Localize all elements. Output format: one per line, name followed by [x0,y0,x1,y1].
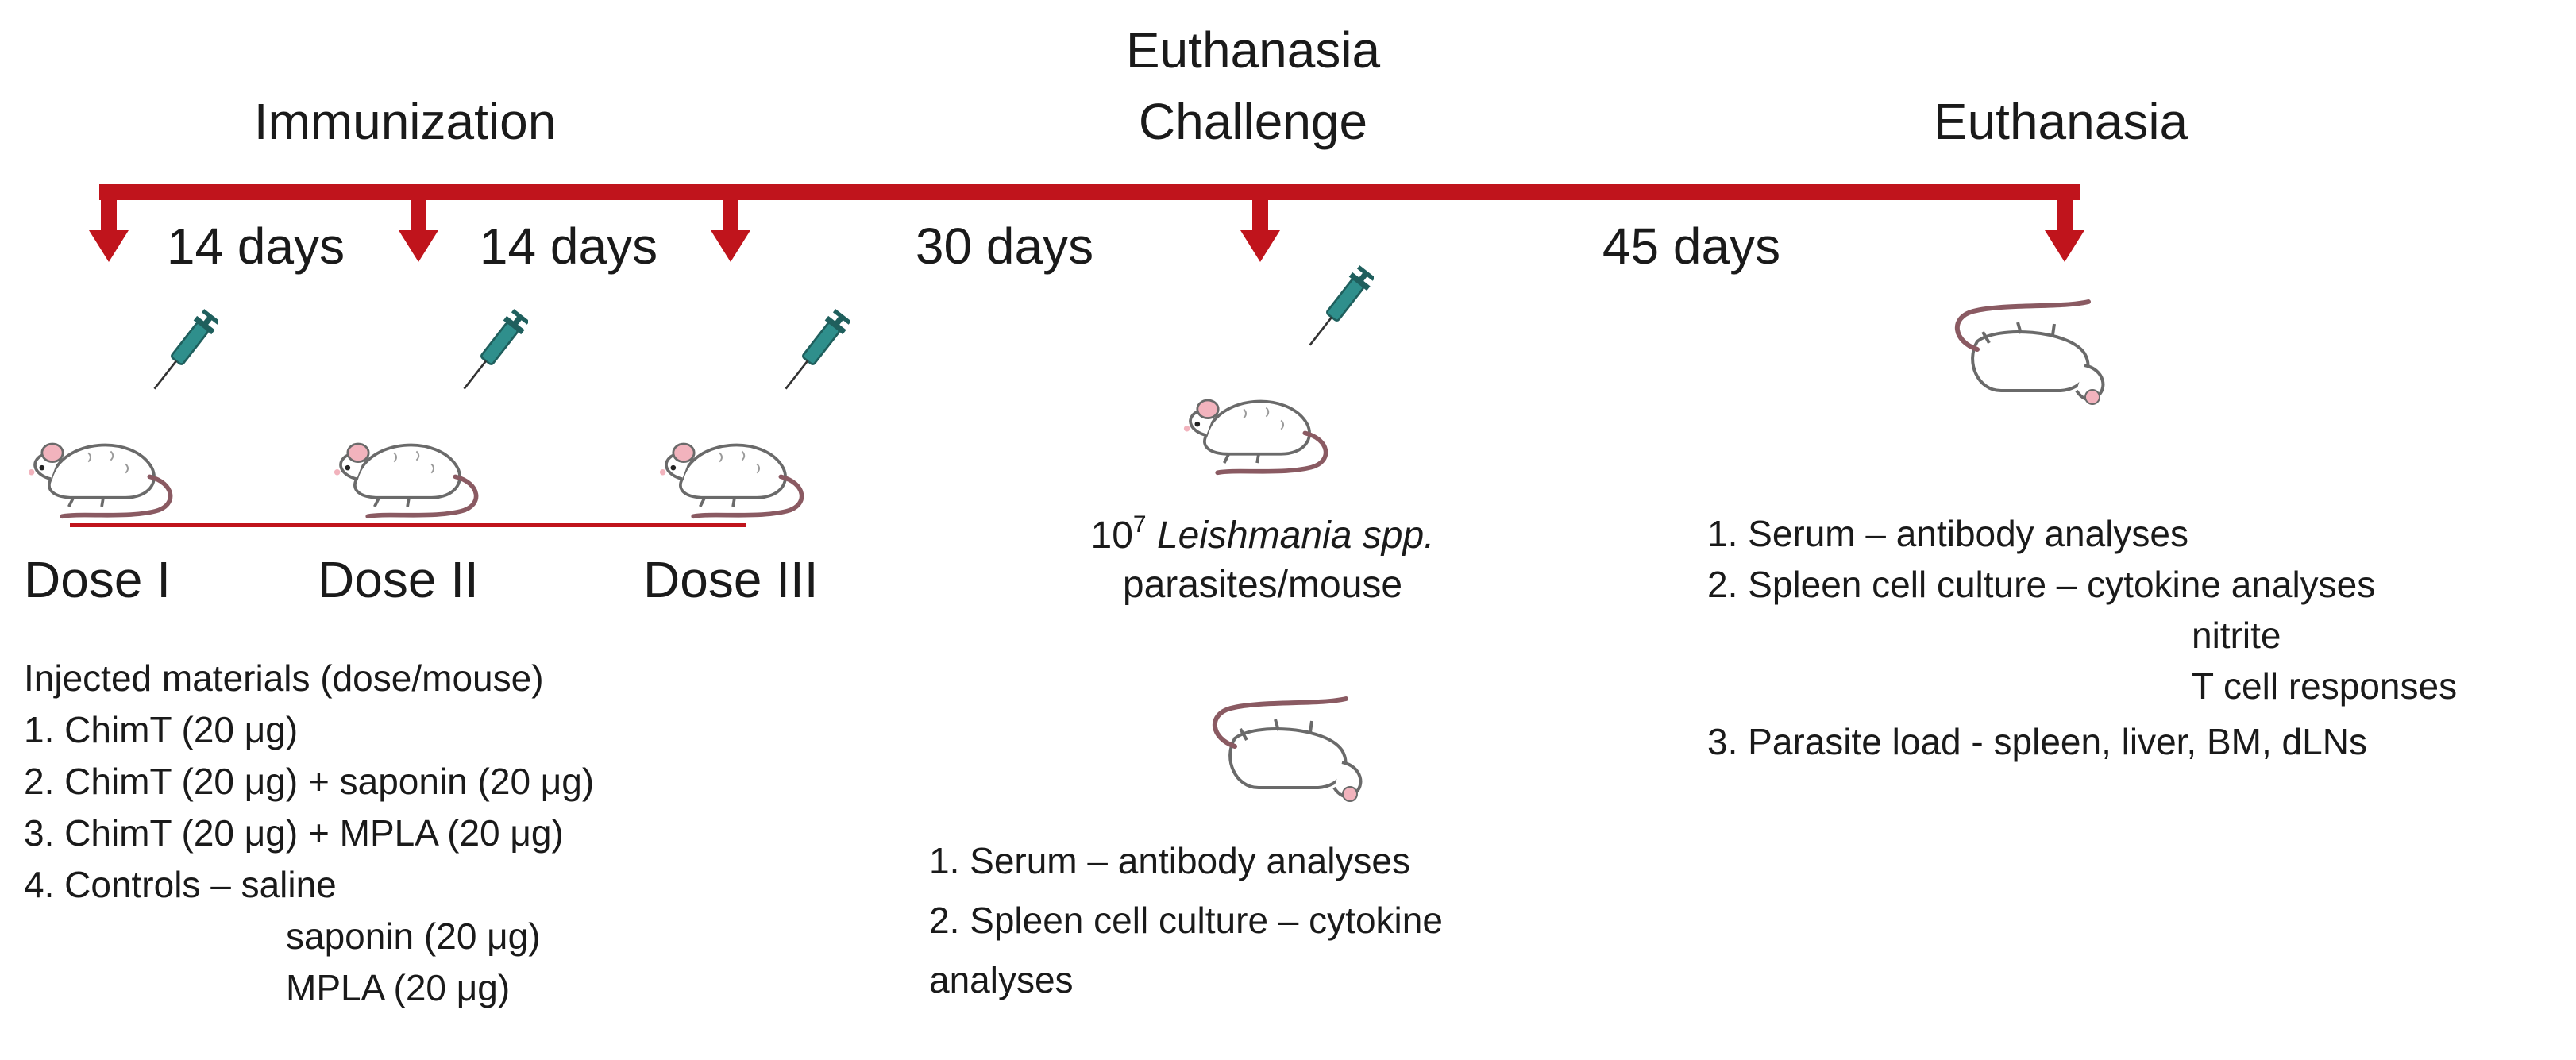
challenge-dose-line: 107 Leishmania spp. [1091,511,1435,557]
injected-item-4: 4. Controls – saline [24,864,337,905]
timeline [89,184,2084,262]
interval-label-1: 14 days [167,218,345,275]
syringe-icon-challenge [1299,263,1374,353]
mouse-icon-euthanasia-mid [1215,699,1361,801]
interval-label-4: 45 days [1602,218,1780,275]
timeline-bar [99,184,2080,200]
challenge-dose-exponent: 7 [1133,511,1147,538]
timeline-arrow-2 [399,184,438,262]
end-analysis-2-tcell: T cell responses [2192,665,2457,707]
injected-materials-list: Injected materials (dose/mouse) 1. ChimT… [24,657,594,1008]
mid-analysis-2: 2. Spleen cell culture – cytokine [929,900,1443,941]
syringe-icon-dose-3 [775,306,850,397]
mouse-icon-dose-2 [334,444,476,516]
injected-control-mpla: MPLA (20 μg) [286,967,510,1008]
header-euthanasia-end: Euthanasia [1934,93,2188,150]
mid-analyses-list: 1. Serum – antibody analyses 2. Spleen c… [929,840,1443,1000]
injected-item-1: 1. ChimT (20 μg) [24,709,298,750]
syringe-icon-dose-2 [453,306,528,397]
end-analysis-3: 3. Parasite load - spleen, liver, BM, dL… [1707,721,2367,762]
mouse-icon-euthanasia-end [1957,302,2104,404]
interval-label-3: 30 days [916,218,1093,275]
end-analyses-list: 1. Serum – antibody analyses 2. Spleen c… [1707,513,2457,762]
injected-item-2: 2. ChimT (20 μg) + saponin (20 μg) [24,761,594,802]
challenge-dose-base: 10 [1091,515,1133,557]
end-analysis-2: 2. Spleen cell culture – cytokine analys… [1707,564,2375,605]
injected-control-saponin: saponin (20 μg) [286,915,541,957]
dose-label-1: Dose I [24,551,171,608]
dose-label-3: Dose III [643,551,819,608]
header-immunization: Immunization [254,93,557,150]
header-challenge: Challenge [1139,93,1367,150]
injected-item-3: 3. ChimT (20 μg) + MPLA (20 μg) [24,812,564,854]
timeline-arrow-4 [1240,184,1280,262]
challenge-dose-line-2: parasites/mouse [1123,564,1402,606]
mouse-icon-challenge [1184,400,1326,472]
header-euthanasia-mid: Euthanasia [1126,21,1381,79]
dose-underline [70,523,746,527]
mid-analysis-2-cont: analyses [929,959,1074,1000]
end-analysis-2-nitrite: nitrite [2192,615,2281,656]
mid-analysis-1: 1. Serum – antibody analyses [929,840,1410,881]
end-analysis-1: 1. Serum – antibody analyses [1707,513,2188,554]
dose-label-2: Dose II [318,551,479,608]
injected-materials-title: Injected materials (dose/mouse) [24,657,544,699]
syringe-icon-dose-1 [144,306,218,397]
timeline-arrow-1 [89,184,129,262]
mouse-icon-dose-1 [29,444,171,516]
mouse-icon-dose-3 [660,444,802,516]
interval-label-2: 14 days [480,218,657,275]
timeline-arrow-3 [711,184,750,262]
challenge-species: Leishmania spp. [1157,515,1435,557]
timeline-arrow-5 [2045,184,2084,262]
